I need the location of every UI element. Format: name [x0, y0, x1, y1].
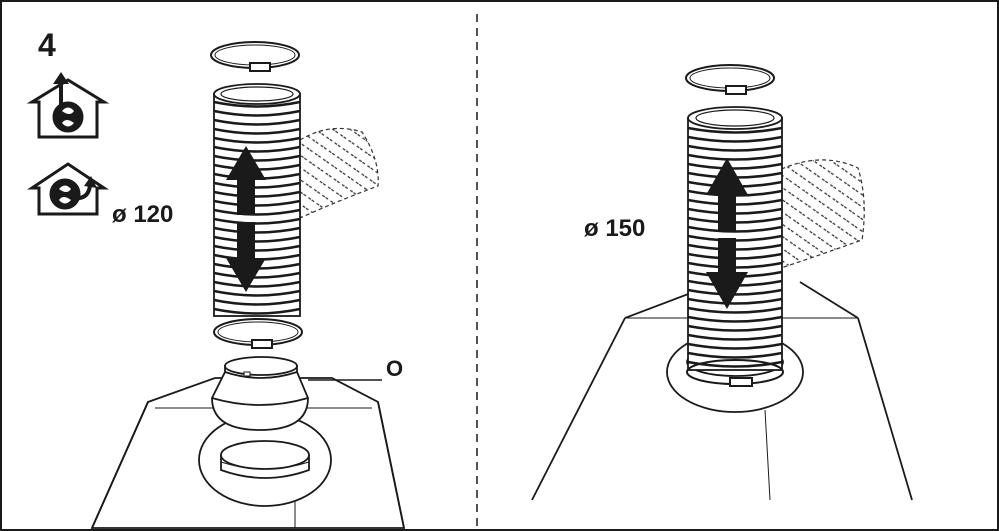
duct-rib: [213, 109, 301, 117]
duct-rib: [687, 162, 783, 170]
braided-hose-left: [299, 127, 379, 219]
duct-rib: [213, 190, 301, 198]
duct-rib: [687, 126, 783, 134]
duct-rib: [213, 145, 301, 153]
duct-rib: [213, 208, 301, 216]
duct-rib: [213, 307, 301, 315]
duct-rib: [213, 298, 301, 306]
double-arrow-left: [226, 146, 266, 292]
flexible-duct-left: [213, 83, 301, 317]
duct-rib: [213, 217, 301, 225]
arrow-down-left: [226, 222, 266, 292]
right-panel: ø 150: [531, 64, 913, 501]
duct-rib: [213, 136, 301, 144]
diameter-label-120: ø 120: [112, 201, 173, 228]
left-panel: 4 ø 120: [26, 27, 406, 529]
bottom-clamp-left: [213, 318, 303, 349]
duct-rib: [687, 297, 783, 305]
duct-rib: [213, 181, 301, 189]
house-ducted-extraction-icon: [26, 72, 110, 139]
duct-rib: [687, 144, 783, 152]
duct-rib: [687, 342, 783, 350]
duct-rib: [213, 271, 301, 279]
top-clamp-right: [685, 64, 775, 95]
step-number: 4: [38, 27, 56, 63]
duct-rib: [213, 289, 301, 297]
duct-rib: [213, 235, 301, 243]
duct-rib: [213, 226, 301, 234]
duct-adapter-o: [211, 356, 309, 431]
duct-rib: [213, 118, 301, 126]
duct-rib: [687, 324, 783, 332]
diameter-label-150: ø 150: [584, 215, 645, 242]
duct-rib: [687, 135, 783, 143]
arrow-down-right: [706, 238, 748, 309]
duct-rib: [687, 315, 783, 323]
duct-rib: [687, 351, 783, 359]
duct-rib: [213, 127, 301, 135]
duct-rib: [687, 333, 783, 341]
duct-rib: [213, 100, 301, 108]
adapter-label: O: [386, 356, 403, 381]
arrow-up-left: [226, 146, 266, 215]
double-arrow-right: [706, 158, 748, 309]
braided-hose-right: [774, 159, 865, 271]
duct-rib: [213, 154, 301, 162]
bottom-clamp-right: [686, 359, 784, 387]
top-clamp-left: [210, 41, 300, 72]
duct-rib: [213, 244, 301, 252]
house-recirculation-icon: [27, 162, 109, 216]
duct-rib: [687, 306, 783, 314]
arrow-up-right: [706, 158, 748, 232]
duct-rib: [213, 280, 301, 288]
duct-rib: [687, 153, 783, 161]
duct-rib: [213, 199, 301, 207]
